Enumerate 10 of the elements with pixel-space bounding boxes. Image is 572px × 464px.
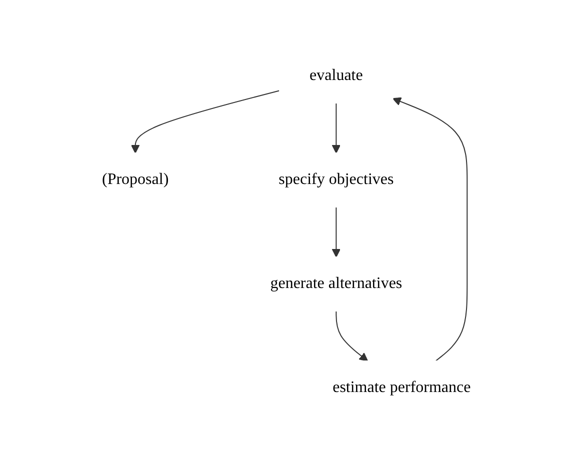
node-text: generate alternatives: [270, 274, 402, 292]
arrow: [130, 90, 280, 154]
node-text: specify objectives: [278, 170, 394, 188]
node-text: (Proposal): [102, 170, 168, 188]
arrow: [335, 310, 368, 362]
node-text: evaluate: [309, 67, 362, 84]
node-text: estimate performance: [332, 378, 470, 396]
arrow: [331, 206, 340, 258]
arrow: [392, 97, 468, 362]
arrow: [331, 102, 340, 154]
